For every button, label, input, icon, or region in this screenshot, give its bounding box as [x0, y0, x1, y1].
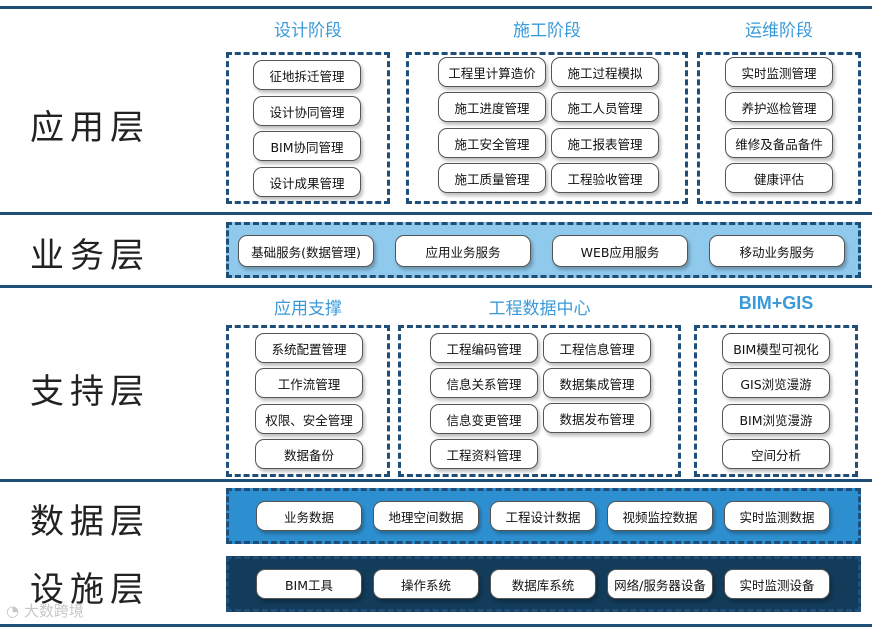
data-center-item[interactable]: 信息关系管理: [430, 368, 538, 398]
support-data-divider: [0, 479, 872, 482]
design-item[interactable]: 设计协同管理: [253, 96, 361, 126]
data-center-item[interactable]: 工程编码管理: [430, 333, 538, 363]
operation-item[interactable]: 健康评估: [725, 163, 833, 193]
construction-item[interactable]: 施工过程模拟: [551, 57, 659, 87]
app-support-group: [226, 325, 390, 477]
business-item[interactable]: WEB应用服务: [552, 235, 688, 267]
phase-title-bim-gis: BIM+GIS: [738, 293, 814, 313]
data-item[interactable]: 业务数据: [256, 501, 362, 531]
bim-gis-item[interactable]: BIM模型可视化: [722, 333, 830, 363]
layer-label-support: 支持层: [30, 372, 150, 412]
phase-title-construction: 施工阶段: [513, 21, 581, 41]
design-group: [226, 52, 390, 204]
data-center-item[interactable]: 数据发布管理: [543, 403, 651, 433]
construction-item[interactable]: 施工报表管理: [551, 128, 659, 158]
construction-item[interactable]: 施工质量管理: [438, 163, 546, 193]
infra-item[interactable]: 操作系统: [373, 569, 479, 599]
layer-label-app: 应用层: [30, 108, 150, 148]
phase-title-design: 设计阶段: [274, 21, 342, 41]
data-item[interactable]: 实时监测数据: [724, 501, 830, 531]
data-center-item[interactable]: 信息变更管理: [430, 404, 538, 434]
bim-gis-group: [694, 325, 858, 477]
data-center-item[interactable]: 工程信息管理: [543, 333, 651, 363]
business-item[interactable]: 基础服务(数据管理): [238, 235, 374, 267]
app-support-item[interactable]: 工作流管理: [255, 368, 363, 398]
design-item[interactable]: BIM协同管理: [253, 131, 361, 161]
business-item[interactable]: 移动业务服务: [709, 235, 845, 267]
construction-group: [406, 52, 688, 204]
app-support-item[interactable]: 数据备份: [255, 439, 363, 469]
phase-title-data-center: 工程数据中心: [488, 299, 591, 319]
construction-item[interactable]: 工程里计算造价: [438, 57, 546, 87]
data-item[interactable]: 工程设计数据: [490, 501, 596, 531]
operation-item[interactable]: 维修及备品备件: [725, 128, 833, 158]
data-center-item[interactable]: 工程资料管理: [430, 439, 538, 469]
data-center-item[interactable]: 数据集成管理: [543, 368, 651, 398]
construction-item[interactable]: 施工进度管理: [438, 92, 546, 122]
operation-item[interactable]: 实时监测管理: [725, 57, 833, 87]
layer-label-infra: 设施层: [30, 570, 150, 610]
bim-gis-item[interactable]: BIM浏览漫游: [722, 404, 830, 434]
infra-item[interactable]: 数据库系统: [490, 569, 596, 599]
data-item[interactable]: 视频监控数据: [607, 501, 713, 531]
app-support-item[interactable]: 系统配置管理: [255, 333, 363, 363]
app-business-divider: [0, 212, 872, 215]
business-support-divider: [0, 285, 872, 288]
operation-item[interactable]: 养护巡检管理: [725, 92, 833, 122]
design-item[interactable]: 征地拆迁管理: [253, 60, 361, 90]
infra-item[interactable]: 网络/服务器设备: [607, 569, 713, 599]
operation-group: [697, 52, 861, 204]
watermark: ◔ 大数跨境: [6, 600, 84, 621]
app-support-item[interactable]: 权限、安全管理: [255, 404, 363, 434]
construction-item[interactable]: 工程验收管理: [551, 163, 659, 193]
construction-item[interactable]: 施工人员管理: [551, 92, 659, 122]
business-item[interactable]: 应用业务服务: [395, 235, 531, 267]
layer-label-data: 数据层: [30, 502, 150, 542]
watermark-logo-icon: ◔: [6, 602, 24, 620]
phase-title-app-support: 应用支撑: [274, 299, 342, 319]
bim-gis-item[interactable]: GIS浏览漫游: [722, 368, 830, 398]
design-item[interactable]: 设计成果管理: [253, 167, 361, 197]
infra-item[interactable]: 实时监测设备: [724, 569, 830, 599]
construction-item[interactable]: 施工安全管理: [438, 128, 546, 158]
top-line: [0, 6, 872, 9]
data-center-group: [398, 325, 681, 477]
data-item[interactable]: 地理空间数据: [373, 501, 479, 531]
watermark-text: 大数跨境: [23, 602, 84, 620]
layer-label-business: 业务层: [30, 236, 150, 276]
infra-item[interactable]: BIM工具: [256, 569, 362, 599]
bottom-line: [0, 624, 872, 627]
phase-title-operation: 运维阶段: [745, 21, 813, 41]
bim-gis-item[interactable]: 空间分析: [722, 439, 830, 469]
